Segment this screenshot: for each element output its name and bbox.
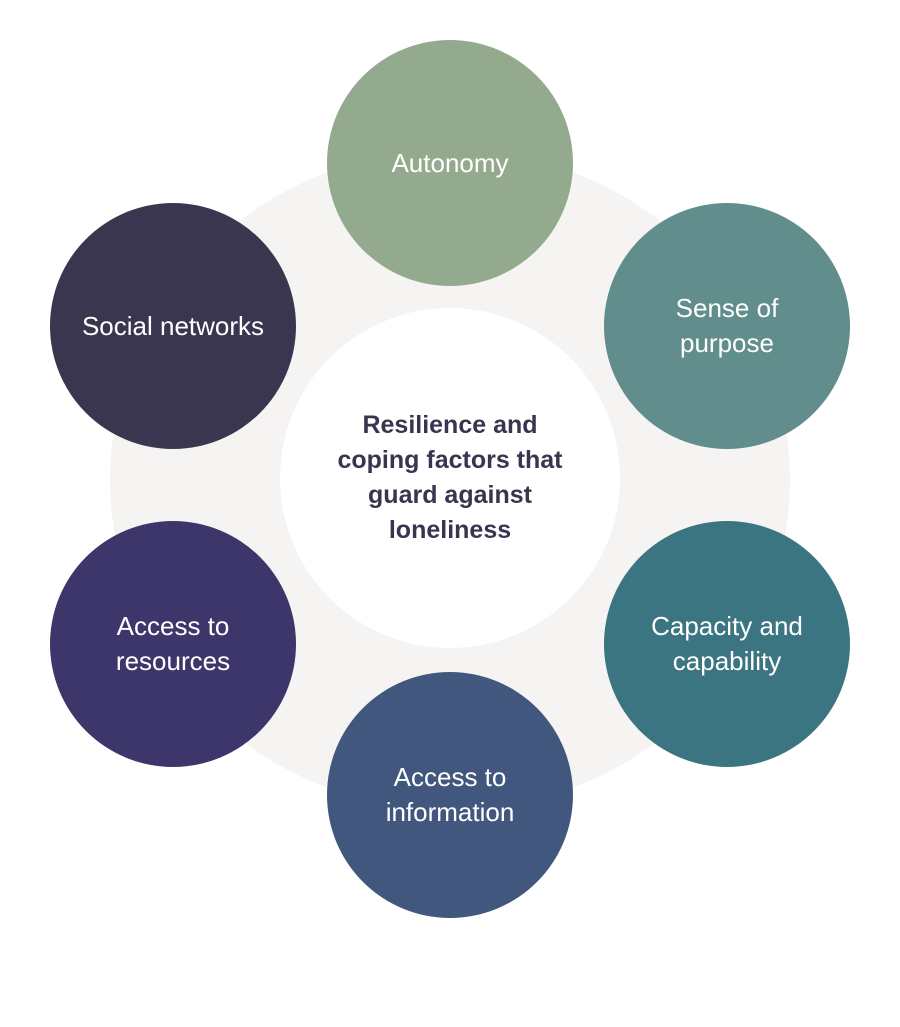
factor-label: Capacity and capability [651, 611, 803, 676]
factor-label: Access to resources [115, 611, 231, 676]
factor-sense-of-purpose: Sense of purpose [604, 203, 850, 449]
factor-label: Autonomy [391, 147, 509, 178]
factor-access-to-information: Access to information [327, 672, 573, 918]
factor-autonomy: Autonomy [327, 40, 573, 286]
factor-access-to-resources: Access to resources [50, 521, 296, 767]
factor-capacity-and-capability: Capacity and capability [604, 521, 850, 767]
factor-social-networks: Social networks [50, 203, 296, 449]
center-label: Resilience and coping factors that guard… [337, 411, 563, 544]
center-circle: Resilience and coping factors that guard… [280, 308, 620, 648]
factor-label: Social networks [81, 310, 265, 341]
factor-label: Access to information [385, 762, 515, 827]
factor-label: Sense of purpose [675, 293, 779, 358]
